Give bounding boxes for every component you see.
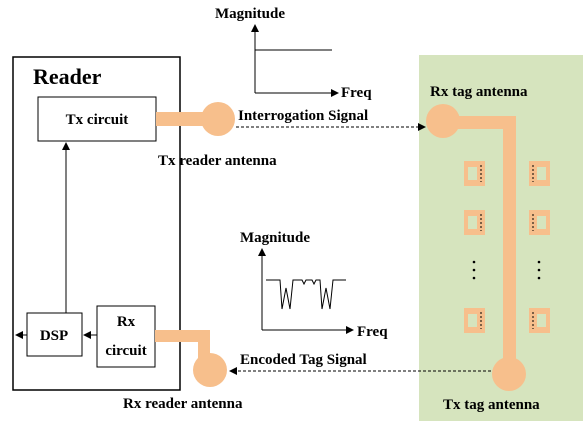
- bottom-plot-curve: [266, 279, 346, 310]
- ellipsis-dot: [537, 260, 541, 264]
- top-plot-xlabel: Freq: [341, 85, 372, 101]
- tag-line-horizontal: [443, 116, 516, 129]
- dsp-box: [26, 312, 83, 357]
- tx-circuit-box: [37, 96, 157, 142]
- rx-circuit-box: [96, 305, 156, 368]
- top-plot-ylabel: Magnitude: [215, 6, 285, 22]
- tx-tag-antenna: [492, 357, 526, 391]
- resonator: [529, 210, 550, 235]
- resonator-array: [464, 161, 550, 333]
- rx-reader-antenna-label: Rx reader antenna: [123, 396, 243, 412]
- tx-tag-antenna-label: Tx tag antenna: [443, 397, 540, 413]
- bottom-plot-ylabel: Magnitude: [240, 230, 310, 246]
- ellipsis-dot: [537, 268, 541, 272]
- resonator: [464, 161, 485, 186]
- tag-line-vertical: [503, 116, 516, 376]
- interrogation-signal-label: Interrogation Signal: [238, 108, 368, 124]
- resonator: [464, 210, 485, 235]
- ellipsis-dot: [472, 276, 476, 280]
- dsp-label: DSP: [40, 328, 68, 344]
- resonator: [464, 308, 485, 333]
- rx-circuit-label-line2: circuit: [105, 343, 146, 359]
- tx-reader-antenna: [201, 102, 235, 136]
- rx-tag-antenna-label: Rx tag antenna: [430, 84, 528, 100]
- rx-reader-feedline: [155, 330, 210, 342]
- ellipsis-dot: [472, 268, 476, 272]
- encoded-signal-label: Encoded Tag Signal: [240, 352, 367, 368]
- resonator: [529, 161, 550, 186]
- reader-title: Reader: [33, 64, 102, 89]
- tx-reader-feedline: [156, 112, 216, 126]
- rx-circuit-label-line1: Rx: [117, 314, 136, 330]
- rx-reader-feedline-vertical: [198, 330, 210, 360]
- tx-reader-antenna-label: Tx reader antenna: [158, 153, 277, 169]
- resonator: [529, 308, 550, 333]
- rx-reader-antenna: [193, 353, 227, 387]
- ellipsis-dot: [537, 276, 541, 280]
- ellipsis-dot: [472, 260, 476, 264]
- bottom-plot-xlabel: Freq: [357, 324, 388, 340]
- tx-circuit-label: Tx circuit: [66, 112, 129, 128]
